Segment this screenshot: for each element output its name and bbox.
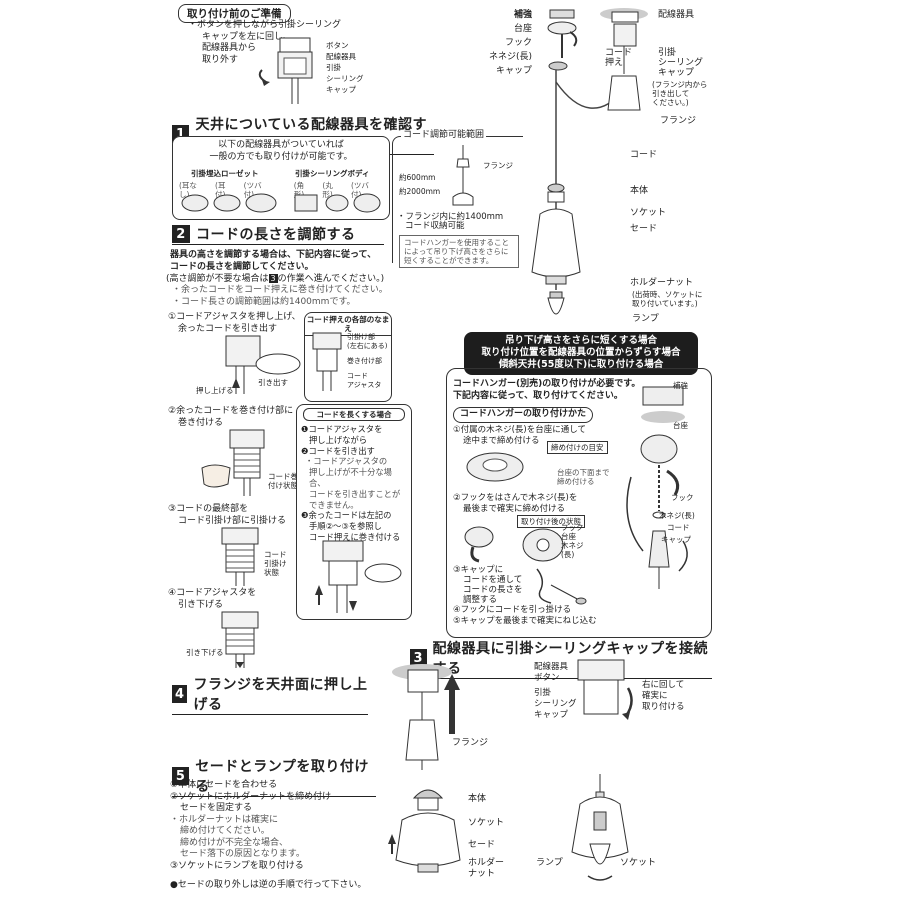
sec1-device-icons	[181, 193, 381, 213]
sec2-step3: ③コードの最終部を コード引掛け部に引掛ける	[168, 504, 287, 526]
step4-label: 引き下げる	[186, 648, 224, 657]
sec5-lamp-illustration	[571, 774, 629, 881]
sec2-step4: ④コードアジャスタを 引き下げる	[168, 588, 257, 610]
sec1-group1: 引掛埋込ローゼット	[191, 169, 259, 178]
hanger-box: コードハンガー(別売)の取り付けが必要です。 下記内容に従って、取り付けてくださ…	[446, 368, 712, 638]
cord-range-box: コード調節可能範囲 フランジ 約600mm 約2000mm ・フランジ内に約14…	[392, 130, 523, 268]
sec2-step2: ②余ったコードを巻き付け部に 巻き付ける	[168, 406, 294, 428]
step1-label-push: 押し上げる	[196, 386, 234, 395]
flange-note: (フランジ内から 引き出して ください。)	[652, 80, 708, 107]
step2-illustration	[201, 429, 265, 496]
sec5-label-shade: セード	[468, 840, 496, 850]
step1-illustration	[225, 335, 301, 394]
sec2-bullets: ・余ったコードをコード押えに巻き付けてください。 ・コード長さの調節範囲は約14…	[172, 285, 388, 307]
prep-text: ・ボタンを押しながら引掛シーリング キャップを左に回し、 配線器具から 取り外す	[188, 20, 342, 65]
sec5-label-socket2: ソケット	[620, 858, 657, 868]
cord-holder-names-box: コード押えの各部のなまえ 引掛け部 (左右にある) 巻き付け部 コード アジャス…	[304, 312, 392, 402]
label-holder-nut: ホルダーナット	[630, 278, 694, 288]
step1-label-pull: 引き出す	[258, 378, 288, 387]
sec3-note: 右に回して 確実に 取り付ける	[642, 680, 685, 712]
sec2-intro: 器具の高さを調節する場合は、下記内容に従って、 コードの長さを調節してください。	[170, 250, 377, 272]
sec5-shade-illustration	[388, 789, 461, 873]
sec3-labels: 配線器具 ボタン 引掛 シーリング キャップ	[534, 662, 577, 720]
label-cord-holder: コード 押え	[605, 48, 633, 68]
sec5-label-holder: ホルダー ナット	[468, 858, 505, 879]
sec3-illustration	[577, 659, 633, 720]
sec1-box: 以下の配線器具がついていれば 一般の方でも取り付けが可能です。 引掛埋込ローゼッ…	[172, 136, 390, 220]
sec1-group2: 引掛シーリングボディ	[295, 169, 370, 178]
sec5-label-socket: ソケット	[468, 818, 505, 828]
sec2-step1: ①コードアジャスタを押し上げ、 余ったコードを引き出す	[168, 312, 301, 334]
label-wiring-device: 配線器具	[658, 10, 695, 20]
hanger-header: 吊り下げ高さをさらに短くする場合 取り付け位置を配線器具の位置からずらす場合 傾…	[464, 332, 698, 375]
label-flange: フランジ	[660, 116, 697, 126]
lengthen-box: コードを長くする場合 ❶コードアジャスタを 押し上げながら ❷コードを引き出す …	[296, 404, 412, 620]
prep-illustration	[258, 37, 313, 104]
step2-labels: コード巻き 付け状態	[268, 472, 306, 490]
label-ceiling-cap: 引掛 シーリング キャップ	[658, 48, 704, 78]
sec5-footer: ●セードの取り外しは逆の手順で行って下さい。	[170, 880, 367, 890]
label-lamp: ランプ	[632, 314, 659, 324]
prep-tag: 取り付け前のご準備	[178, 4, 291, 23]
fixture-exploded-diagram	[531, 8, 648, 315]
sec5-label-body: 本体	[468, 794, 487, 804]
label-body: 本体	[630, 186, 649, 196]
sec4-heading: 4 フランジを天井面に押し上げる	[172, 674, 368, 715]
holder-note: (出荷時、ソケットに 取り付いています。)	[632, 290, 703, 308]
label-shade: セード	[630, 224, 658, 234]
sec1-box-text: 以下の配線器具がついていれば 一般の方でも取り付けが可能です。	[209, 140, 353, 162]
step4-illustration	[221, 611, 259, 668]
sec4-illustration	[392, 664, 460, 770]
label-socket: ソケット	[630, 208, 667, 218]
sec5-label-lamp: ランプ	[536, 858, 563, 868]
step3-labels: コード 引掛け 状態	[264, 550, 287, 577]
sec4-flange: フランジ	[452, 738, 489, 748]
sec2-heading: 2 コードの長さを調節する	[172, 224, 384, 245]
label-cord: コード	[630, 150, 658, 160]
top-left-labels: 補強 台座 フック ネネジ(長) キャップ	[488, 10, 532, 76]
prep-labels: ボタン 配線器具 引掛 シーリング キャップ	[326, 41, 364, 94]
sec5-steps: ①本体にセードを合わせる ②ソケットにホルダーナットを締め付け セードを固定する…	[170, 780, 332, 871]
step3-illustration	[221, 527, 259, 586]
sec5-heading: 5 セードとランプを取り付ける	[172, 756, 376, 797]
